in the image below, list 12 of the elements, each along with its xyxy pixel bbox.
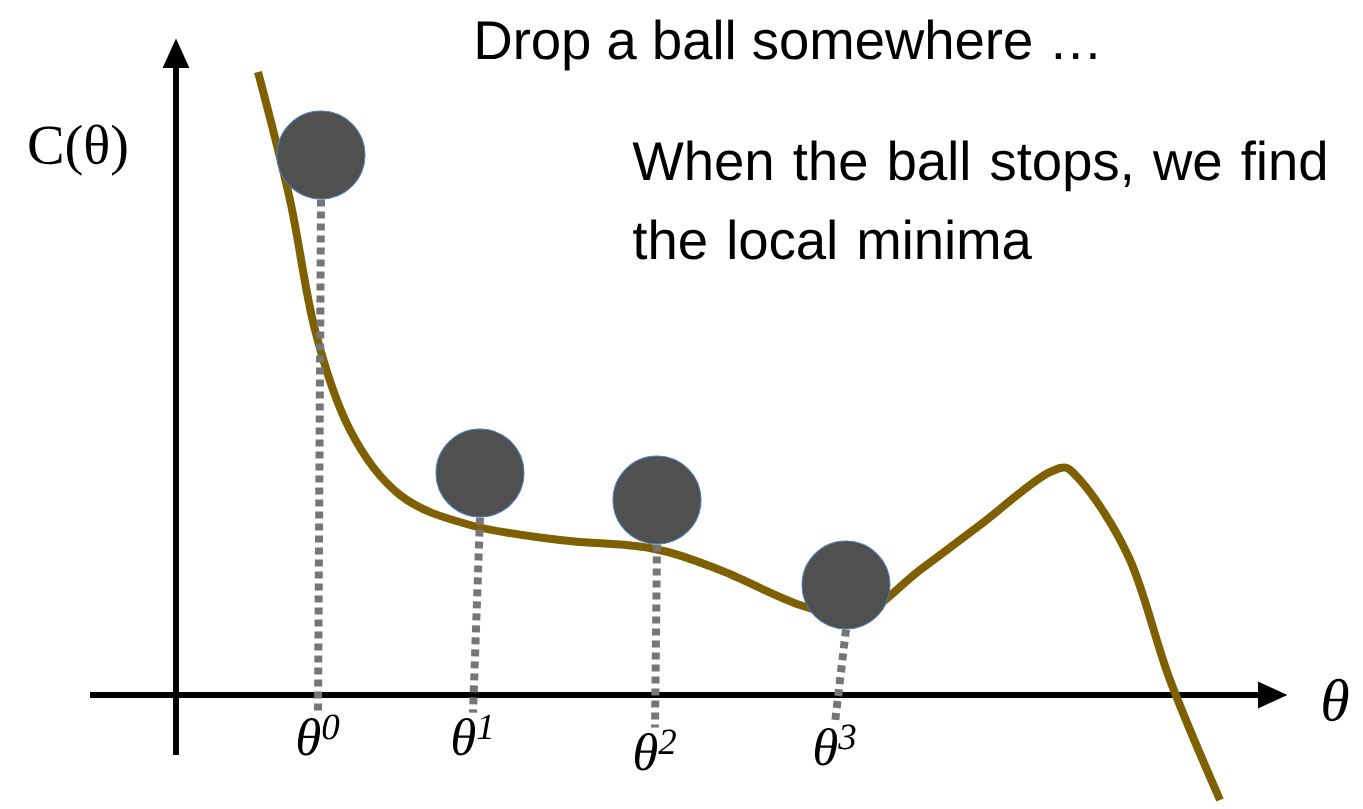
axis-label: θ bbox=[1323, 678, 1349, 722]
tick-label: θ$^{0}$ bbox=[297, 714, 340, 756]
axis-label: C(θ) bbox=[29, 124, 127, 176]
ball bbox=[435, 428, 525, 518]
ball bbox=[612, 455, 702, 545]
tick-label: θ$^{2}$ bbox=[634, 729, 676, 771]
tick-label: θ$^{3}$ bbox=[814, 724, 856, 766]
ball bbox=[801, 540, 891, 630]
note-text: Drop a ball somewhere … bbox=[477, 19, 1096, 71]
ball bbox=[276, 110, 366, 200]
note-text: When the ball stops, we find the local minima bbox=[632, 140, 1326, 260]
tick-label: θ$^{1}$ bbox=[452, 714, 491, 756]
